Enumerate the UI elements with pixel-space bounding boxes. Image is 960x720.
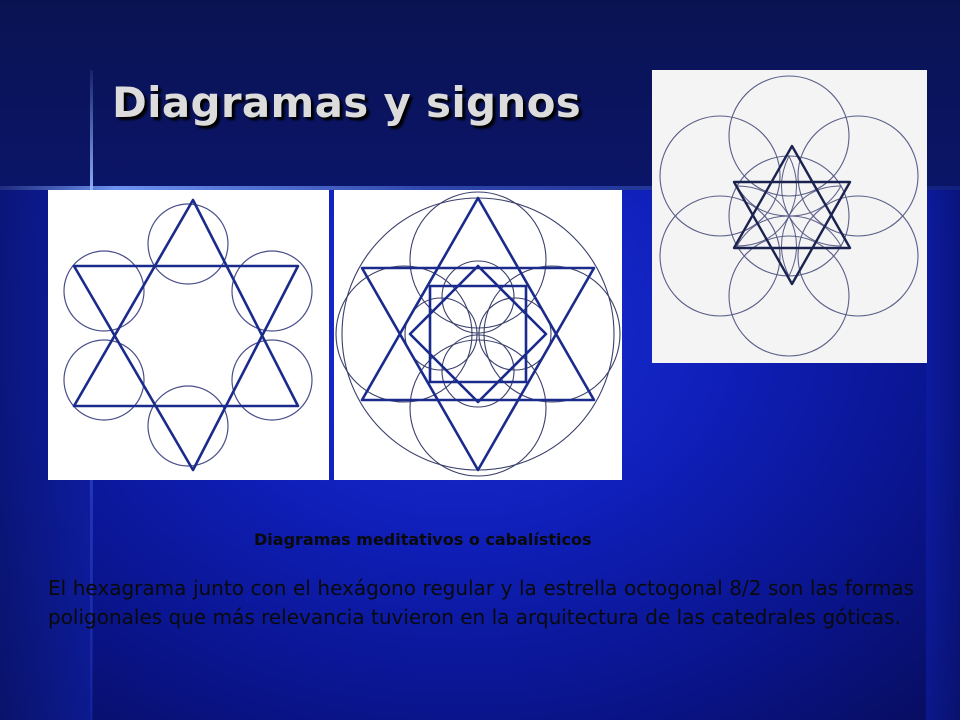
triangle-up (72, 198, 300, 408)
circle-bottom-right (231, 339, 313, 421)
circle-top (409, 191, 547, 329)
inner-circle-bottom (441, 334, 515, 408)
diagram-hexagram-seven-circles (652, 70, 927, 363)
inner-circle-right (478, 297, 552, 371)
hexagram-square-svg (335, 191, 621, 477)
circle-bottom (409, 339, 547, 477)
slide-title: Diagramas y signos (112, 78, 582, 127)
hexagram-group (72, 198, 300, 472)
rotated-square (408, 264, 548, 404)
diagram-hexagram-six-circles (48, 190, 329, 480)
circle-top (147, 203, 229, 285)
right-band (926, 190, 960, 720)
inner-circle-left (404, 297, 478, 371)
horizontal-glow-line (0, 186, 960, 190)
circle-left (335, 265, 473, 403)
petal-bottom (781, 214, 797, 278)
inner-square (428, 284, 528, 384)
rosette-group (736, 154, 842, 278)
circle-bottom (147, 385, 229, 467)
triangle-up (360, 196, 596, 402)
body-paragraph: El hexagrama junto con el hexágono regul… (48, 576, 914, 629)
inner-circle-top (441, 260, 515, 334)
hexagram-six-circles-svg (63, 198, 313, 472)
circle-top-left (63, 250, 145, 332)
circle-top-right (231, 250, 313, 332)
triangle-down (732, 180, 852, 286)
circles-group (335, 191, 621, 477)
circle-top-left (659, 115, 781, 237)
hexagram-group (732, 144, 852, 286)
hexagram-seven-circles-svg (659, 75, 919, 357)
circle-bottom (728, 235, 850, 357)
petal-top-left (736, 185, 790, 217)
circle-bottom-left (63, 339, 145, 421)
circle-top-right (797, 115, 919, 237)
circle-top (728, 75, 850, 197)
circles-group (63, 203, 313, 467)
triangle-down (360, 266, 596, 472)
triangle-down (72, 264, 300, 472)
circle-bottom-right (797, 195, 919, 317)
diagram-caption: Diagramas meditativos o cabalísticos (254, 530, 592, 549)
triangle-up (732, 144, 852, 250)
outer-circle (341, 197, 615, 471)
polygon-group (360, 196, 596, 472)
circle-right (483, 265, 621, 403)
circle-bottom-left (659, 195, 781, 317)
diagram-hexagram-square-circles (334, 190, 622, 480)
petal-top (781, 154, 797, 218)
